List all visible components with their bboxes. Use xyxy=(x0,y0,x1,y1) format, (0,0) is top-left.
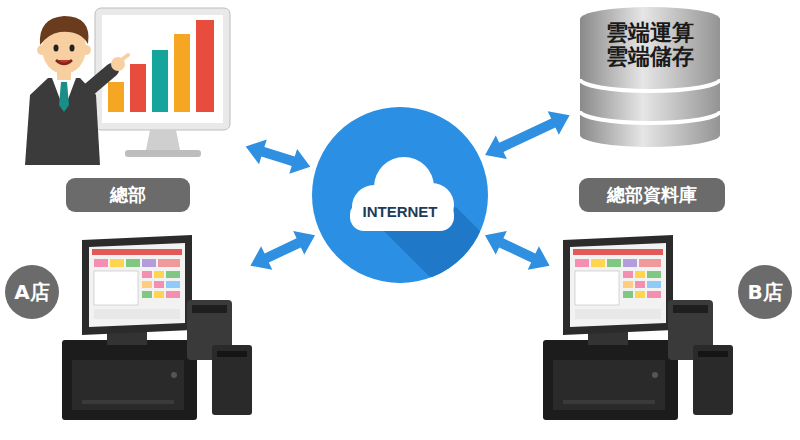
double-arrow xyxy=(485,231,550,270)
pill-text: 總部資料庫 xyxy=(607,178,697,212)
headquarters-illustration xyxy=(25,8,230,165)
internet-circle xyxy=(312,107,488,283)
label-pill: 總部資料庫 xyxy=(579,178,725,212)
cloud-label: INTERNET xyxy=(312,203,488,220)
pos-terminal-a xyxy=(62,235,252,420)
pos-terminal-b xyxy=(543,235,733,420)
store-badge: B店 xyxy=(738,265,792,319)
cylinder-text: 雲端運算 雲端儲存 xyxy=(595,21,705,69)
store-area: B店 xyxy=(555,230,795,420)
double-arrow xyxy=(485,111,569,159)
internet-node: INTERNET xyxy=(312,107,488,283)
double-arrow xyxy=(250,231,315,270)
store-badge: A店 xyxy=(5,265,59,319)
database-node: 雲端運算 雲端儲存 xyxy=(575,5,725,150)
store-area: A店 xyxy=(5,230,245,420)
label-pill: 總部 xyxy=(66,178,190,212)
headquarters-area: 總部 xyxy=(20,5,240,215)
double-arrow xyxy=(246,139,311,173)
